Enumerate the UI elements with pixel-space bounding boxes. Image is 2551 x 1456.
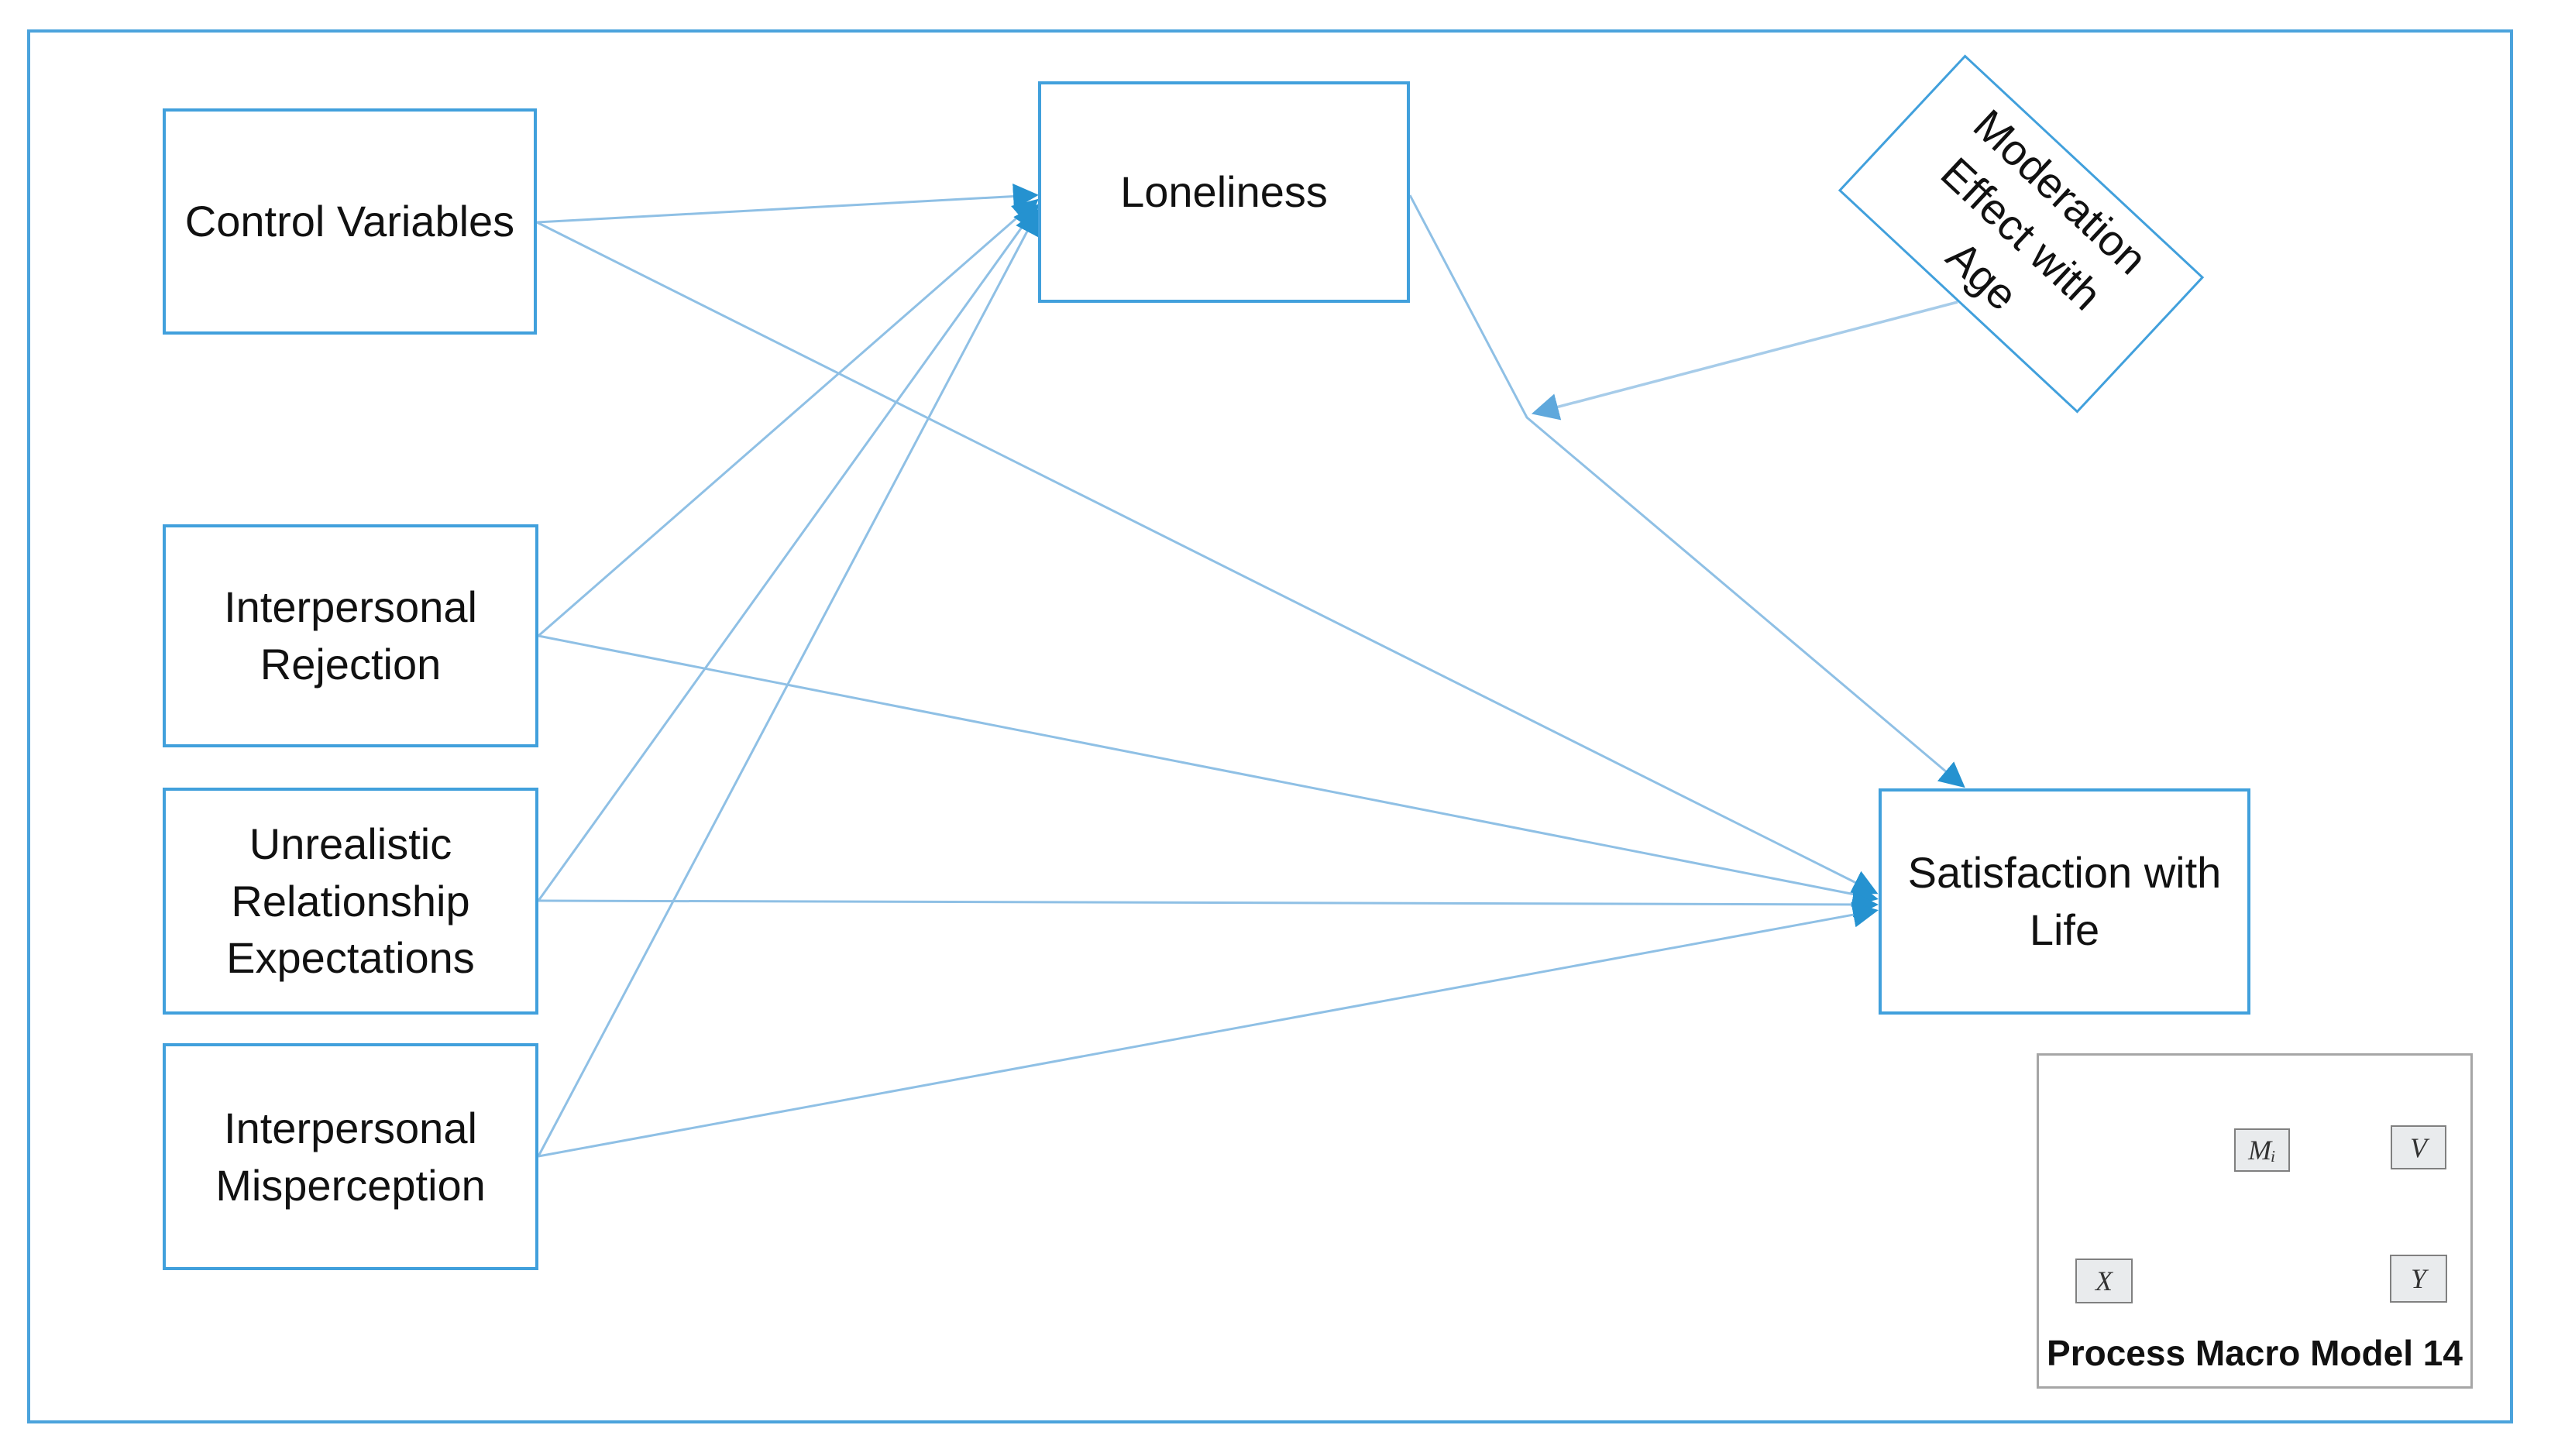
edge-rejection-loneliness <box>538 198 1039 637</box>
box-loneliness: Loneliness <box>1038 81 1410 303</box>
box-interpersonal-rejection-label: Interpersonal Rejection <box>224 582 477 689</box>
process-macro-inset <box>2037 1053 2473 1389</box>
edge-control-loneliness <box>536 184 1039 224</box>
box-loneliness-label: Loneliness <box>1120 167 1328 217</box>
box-interpersonal-misperception-label: Interpersonal Misperception <box>215 1103 486 1210</box>
edges-to-loneliness <box>536 184 1040 1157</box>
outer-frame <box>27 29 2513 1423</box>
inset-node-v: V <box>2391 1125 2446 1169</box>
edge-rejection-satisfaction <box>538 634 1879 907</box>
inset-node-y-label: Y <box>2410 1263 2427 1294</box>
box-interpersonal-misperception: Interpersonal Misperception <box>163 1043 538 1270</box>
inset-node-x: X <box>2075 1259 2133 1303</box>
edge-misperception-satisfaction <box>538 901 1879 1158</box>
edge-unrealistic-loneliness <box>537 203 1039 901</box>
edge-unrealistic-satisfaction <box>538 891 1879 918</box>
inset-node-y: Y <box>2390 1255 2447 1303</box>
inset-node-v-label: V <box>2410 1131 2427 1163</box>
box-unrealistic-relationship-expectations-label: Unrealistic Relationship Expectations <box>226 819 475 983</box>
box-unrealistic-relationship-expectations: Unrealistic Relationship Expectations <box>163 788 538 1015</box>
edge-control-satisfaction <box>536 221 1879 895</box>
box-control-variables-label: Control Variables <box>184 197 515 246</box>
edge-loneliness-satisfaction <box>1408 194 1965 788</box>
box-control-variables: Control Variables <box>163 108 537 335</box>
inset-node-m-label: Mᵢ <box>2248 1135 2276 1166</box>
inset-caption: Process Macro Model 14 <box>2047 1333 2463 1373</box>
edges-to-satisfaction <box>536 221 1879 1158</box>
inset-node-m: Mᵢ <box>2234 1128 2290 1172</box>
box-satisfaction-with-life-label: Satisfaction with Life <box>1907 848 2222 954</box>
box-satisfaction-with-life: Satisfaction with Life <box>1879 788 2250 1015</box>
edge-moderator-path <box>1531 300 1958 421</box>
inset-node-x-label: X <box>2095 1265 2113 1296</box>
box-interpersonal-rejection: Interpersonal Rejection <box>163 524 538 747</box>
